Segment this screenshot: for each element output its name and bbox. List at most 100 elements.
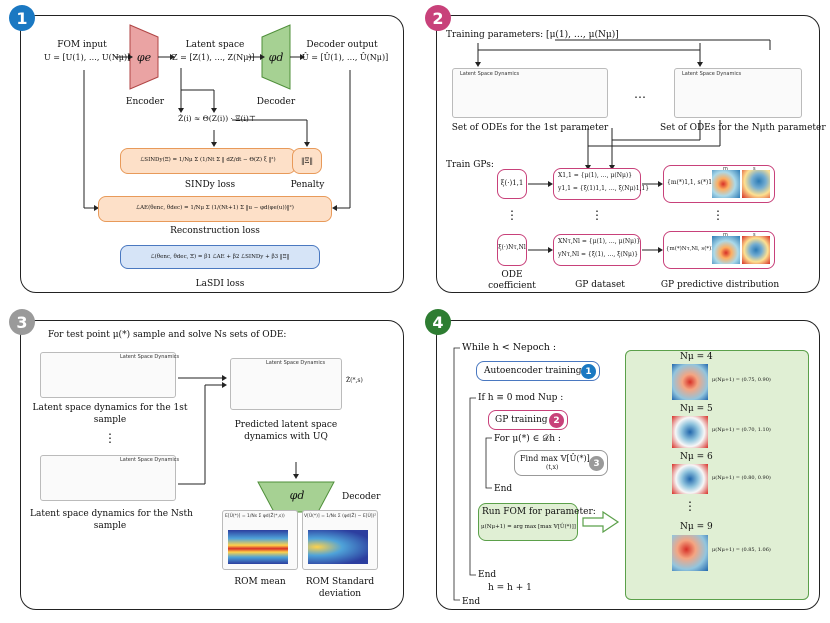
sindy-expr: Ż(i) ≈ Θ(Z(i)) · Ξ(i)⊤ (178, 114, 256, 123)
phi-e-label: φe (136, 51, 152, 64)
gp-pred-dist-label: GP predictive distribution (660, 280, 780, 290)
pred-label-a: Predicted latent space (234, 420, 338, 430)
gp-training-box (488, 410, 568, 430)
np-label-2: Nμ = 5 (680, 404, 713, 414)
sample-last-cap-b: sample (93, 521, 127, 531)
p3-header: For test point μ(*) sample and solve Ns … (48, 330, 287, 340)
sample-last-title: Latent Space Dynamics (120, 457, 180, 463)
rom-mean-expr: E[Û(*)] = 1/Ns Σ φd(Ẑ(*,s)) (225, 514, 285, 519)
p3-vdots: ⋮ (104, 431, 116, 445)
ae-badge: 1 (581, 364, 596, 379)
latent-space-label: Latent space (185, 40, 245, 50)
rom-std-heatmap (308, 530, 368, 564)
odes-first-label: Set of ODEs for the 1st parameter (451, 123, 609, 133)
np-thumb-4 (672, 535, 708, 571)
heatmap-m-first (712, 170, 740, 198)
sindy-loss-label: SINDy loss (184, 180, 236, 190)
hm-m-label-2: m (723, 232, 728, 238)
ode-thumb-last (674, 68, 802, 118)
sample-first-thumb (40, 352, 176, 398)
run-fom-box (478, 503, 578, 541)
ode-thumb-first-title: Latent Space Dynamics (460, 71, 520, 77)
np-thumb-3 (672, 464, 708, 494)
vdots-gp-data: ⋮ (591, 208, 603, 222)
ode-coeff-label-2: coefficient (488, 281, 536, 291)
odes-last-label: Set of ODEs for the Nμth parameter (660, 123, 826, 133)
badge-1: 1 (9, 5, 35, 31)
gp-data-first-box (553, 168, 641, 200)
sample-first-title: Latent Space Dynamics (120, 354, 180, 360)
hm-s-label-2: s (753, 232, 756, 238)
find-max-label: Find max 𝕍[Û(*)] (520, 454, 590, 463)
end-if: End (478, 570, 497, 580)
heatmap-m-last (712, 236, 740, 264)
find-max-sub: (t,x) (546, 464, 559, 471)
lasdi-loss-box (120, 245, 320, 269)
np-label-1: Nμ = 4 (680, 352, 713, 362)
recon-loss-label: Reconstruction loss (170, 226, 260, 236)
sample-last-cap-a: Latent space dynamics for the Nsth (30, 509, 193, 519)
ode-thumb-last-title: Latent Space Dynamics (682, 71, 742, 77)
results-box (625, 350, 809, 600)
rom-mean-heatmap (228, 530, 288, 564)
phi-d-p3: φd (289, 489, 305, 502)
gp-data-first-b: y1,1 = {ξ(1)1,1, …, ξ(Nμ)1,1} (558, 185, 650, 192)
ode-thumb-first (452, 68, 608, 118)
heatmap-s-last (742, 236, 770, 264)
lasdi-loss-label: LaSDI loss (195, 279, 245, 289)
hm-m-label-1: m (723, 166, 728, 172)
sample-last-thumb (40, 455, 176, 501)
ae-training-box (476, 361, 600, 381)
xi-last: ξ(·)Nτ,Nl (498, 244, 526, 251)
encoder-shape (129, 24, 159, 90)
while-line: While h < Nepoch : (462, 342, 557, 353)
decoder-shape (261, 24, 291, 90)
sample-first-cap-b: sample (93, 415, 127, 425)
badge-2: 2 (425, 5, 451, 31)
predicted-dynamics-title: Latent Space Dynamics (266, 360, 326, 366)
lasdi-expr: ℒ(θenc, θdec, Ξ) = β1 ℒAE + β2 ℒSINDy + … (150, 254, 290, 260)
gp-data-last-b: yNτ,Nl = {ξ(1), …, ξ(Nμ)} (558, 251, 639, 258)
gp-pred-last: {m(*)Nτ,Nl, s(*)Nτ,Nl} (666, 246, 731, 252)
gp-data-first-a: X1,1 = {μ(1), …, μ(Nμ)} (558, 172, 633, 179)
vdots-xi: ⋮ (506, 208, 518, 222)
find-badge: 3 (589, 456, 604, 471)
decoder-p3-label: Decoder (342, 492, 381, 502)
for-line: For μ(*) ∈ 𝒟h : (494, 434, 561, 444)
latent-expr: Z = [Z(1), …, Z(Nμ)] (172, 53, 255, 62)
run-fom-label: Run FOM for parameter: (482, 507, 596, 517)
end-while: End (462, 597, 481, 607)
fom-expr: U = [U(1), …, U(Nμ)] (44, 53, 131, 62)
gp-data-last-a: XNτ,Nl = {μ(1), …, μ(Nμ)} (558, 238, 641, 245)
rom-std-expr: V[Û(*)] = 1/Ns Σ (φd(Ẑ) − E[Û])² (304, 514, 377, 519)
end-for: End (494, 484, 513, 494)
zhat-label: Ẑ(*,s) (346, 377, 363, 384)
decoder-output-label: Decoder output (306, 40, 378, 50)
np-value-4: μ(Nμ+1) = (0.85, 1.06) (712, 547, 771, 553)
decoder-label: Decoder (256, 97, 296, 107)
np-value-2: μ(Nμ+1) = (0.70, 1.10) (712, 427, 771, 433)
np-value-1: μ(Nμ+1) = (0.75, 0.90) (712, 377, 771, 383)
rom-mean-label: ROM mean (234, 577, 286, 587)
recon-loss-box (98, 196, 332, 222)
fom-input-label: FOM input (57, 40, 107, 50)
ode-coeff-label-1: ODE (501, 270, 523, 280)
np-label-3: Nμ = 6 (680, 452, 713, 462)
penalty-box (292, 148, 322, 174)
ae-training-label: Autoencoder training (484, 366, 582, 376)
gp-dataset-label: GP dataset (575, 280, 625, 290)
phi-d-label: φd (268, 51, 284, 64)
train-gps-label: Train GPs: (446, 160, 494, 170)
badge-4: 4 (425, 309, 451, 335)
pred-label-b: dynamics with UQ (244, 432, 328, 442)
np-vdots: ⋮ (684, 499, 696, 513)
h-update: h = h + 1 (488, 583, 532, 593)
argmax-expr: μ(Nμ+1) = arg max [max 𝕍[Û(*)]] (481, 524, 576, 530)
gp-training-label: GP training (495, 415, 548, 425)
result-arrow (582, 510, 620, 534)
xi-first: ξ(·)1,1 (500, 179, 524, 187)
badge-3: 3 (9, 309, 35, 335)
heatmap-s-first (742, 170, 770, 198)
